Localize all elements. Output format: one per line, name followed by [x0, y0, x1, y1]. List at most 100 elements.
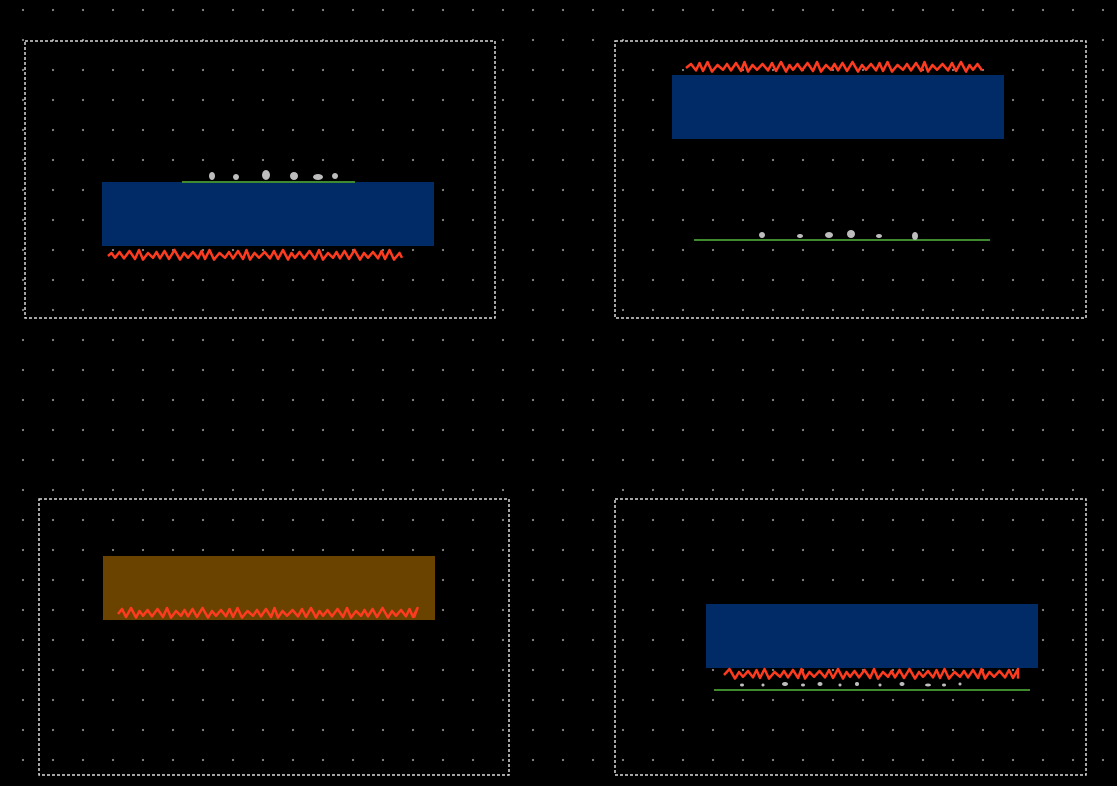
grid-dot [621, 68, 625, 72]
panel-bottom-left [38, 498, 510, 776]
grid-dot [231, 758, 235, 762]
grid-dot [441, 728, 445, 732]
grid-dot [471, 68, 475, 72]
grey-particle [855, 682, 859, 686]
grid-dot [951, 8, 955, 12]
grid-dot [81, 98, 85, 102]
grid-dot [561, 548, 565, 552]
grid-dot [801, 698, 805, 702]
grid-dot [51, 368, 55, 372]
grid-dot [891, 578, 895, 582]
grid-dot [771, 368, 775, 372]
grid-dot [531, 128, 535, 132]
grid-dot [351, 398, 355, 402]
grid-dot [141, 128, 145, 132]
grid-dot [51, 158, 55, 162]
grid-dot [141, 488, 145, 492]
grid-dot [651, 98, 655, 102]
grid-dot [381, 8, 385, 12]
grid-dot [411, 308, 415, 312]
grid-dot [531, 698, 535, 702]
grid-dot [771, 308, 775, 312]
grid-dot [591, 98, 595, 102]
grid-dot [1101, 158, 1105, 162]
grey-particle [942, 683, 946, 687]
grid-dot [201, 338, 205, 342]
grid-dot [921, 548, 925, 552]
grid-dot [1071, 308, 1075, 312]
grid-dot [381, 98, 385, 102]
grid-dot [111, 98, 115, 102]
grid-dot [201, 308, 205, 312]
grid-dot [531, 338, 535, 342]
grid-dot [261, 398, 265, 402]
blue-slab [706, 604, 1038, 668]
grid-dot [201, 518, 205, 522]
grid-dot [681, 728, 685, 732]
grid-dot [21, 608, 25, 612]
grid-dot [591, 128, 595, 132]
grid-dot [201, 548, 205, 552]
grid-dot [861, 728, 865, 732]
grid-dot [201, 398, 205, 402]
grid-dot [291, 668, 295, 672]
grid-dot [111, 128, 115, 132]
grid-dot [261, 128, 265, 132]
grid-dot [51, 578, 55, 582]
grid-dot [1011, 8, 1015, 12]
grid-dot [1101, 248, 1105, 252]
grid-dot [171, 518, 175, 522]
grid-dot [981, 488, 985, 492]
grid-dot [531, 248, 535, 252]
grid-dot [1041, 638, 1045, 642]
grid-dot [951, 488, 955, 492]
grid-dot [531, 38, 535, 42]
grid-dot [861, 248, 865, 252]
grid-dot [441, 218, 445, 222]
grid-dot [921, 248, 925, 252]
grid-dot [621, 158, 625, 162]
grid-dot [801, 8, 805, 12]
grid-dot [1041, 428, 1045, 432]
grid-dot [741, 398, 745, 402]
grid-dot [1071, 698, 1075, 702]
grid-dot [141, 278, 145, 282]
grid-dot [981, 758, 985, 762]
grid-dot [171, 368, 175, 372]
grid-dot [831, 368, 835, 372]
grid-dot [21, 218, 25, 222]
grid-dot [171, 98, 175, 102]
grid-dot [921, 698, 925, 702]
grid-dot [1011, 578, 1015, 582]
grid-dot [921, 158, 925, 162]
grid-dot [561, 758, 565, 762]
grid-dot [981, 248, 985, 252]
grid-dot [111, 638, 115, 642]
grid-dot [21, 668, 25, 672]
grid-dot [531, 188, 535, 192]
grid-dot [591, 8, 595, 12]
red-wave [723, 667, 1020, 680]
grid-dot [921, 488, 925, 492]
grid-dot [1011, 728, 1015, 732]
grid-dot [1011, 758, 1015, 762]
grid-dot [21, 518, 25, 522]
grid-dot [351, 518, 355, 522]
grid-dot [321, 68, 325, 72]
grid-dot [531, 68, 535, 72]
grid-dot [981, 338, 985, 342]
grid-dot [231, 638, 235, 642]
grid-dot [771, 8, 775, 12]
grid-dot [711, 368, 715, 372]
grid-dot [441, 488, 445, 492]
grid-dot [21, 458, 25, 462]
grid-dot [171, 698, 175, 702]
grid-dot [321, 458, 325, 462]
grid-dot [1041, 218, 1045, 222]
grid-dot [561, 428, 565, 432]
grid-dot [1011, 308, 1015, 312]
grid-dot [831, 158, 835, 162]
grey-particle [847, 230, 855, 238]
grid-dot [141, 68, 145, 72]
grid-dot [1071, 638, 1075, 642]
